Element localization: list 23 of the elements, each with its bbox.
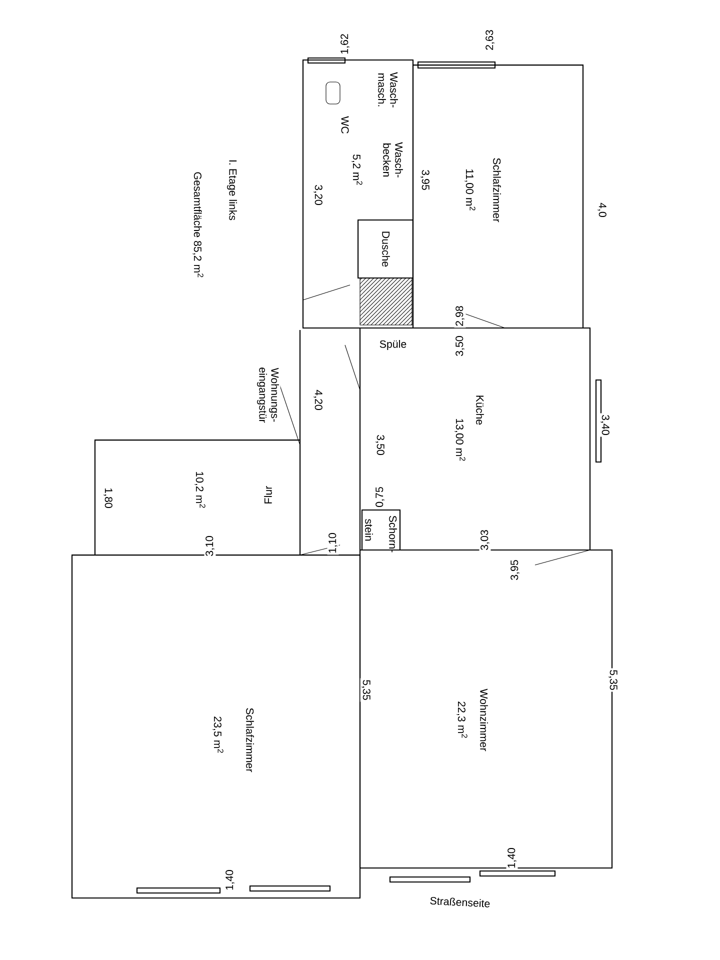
dimension-label: Gesamtfläche 85,2 m$^{2}$ [191,170,205,280]
room-label: Wohnzimmer [478,687,490,753]
room-label: 13,00 m$^{2}$ [453,416,467,464]
room [71,554,361,898]
room-label: Schorn- stein [364,514,398,552]
room-label: 11,00 m$^{2}$ [463,167,477,213]
room-label: Wasch- becken [382,138,404,182]
dimension-label: Straßenseite [428,895,492,909]
room [94,440,301,556]
room-label: 22,3 m$^{2}$ [455,700,469,740]
room-label: Wasch- masch. [376,68,400,112]
room-label: 5,2 m$^{2}$ [350,152,364,188]
dimension-label: Wohnungs- eingangstür [256,364,280,426]
room-label: 23,5 m$^{2}$ [211,714,225,756]
room [358,219,414,279]
room-label: Schlafzimmer [492,156,502,224]
room-label: Flur [262,484,274,506]
dimension-label: I. Etage links [226,158,238,222]
dimension-label: Spüle [378,338,408,352]
room-label: Dusche [380,230,392,268]
room-label: 10,2 m$^{2}$ [193,470,207,510]
room-label: Küche [474,394,486,426]
room-label: Schlafzimmer [244,706,256,774]
